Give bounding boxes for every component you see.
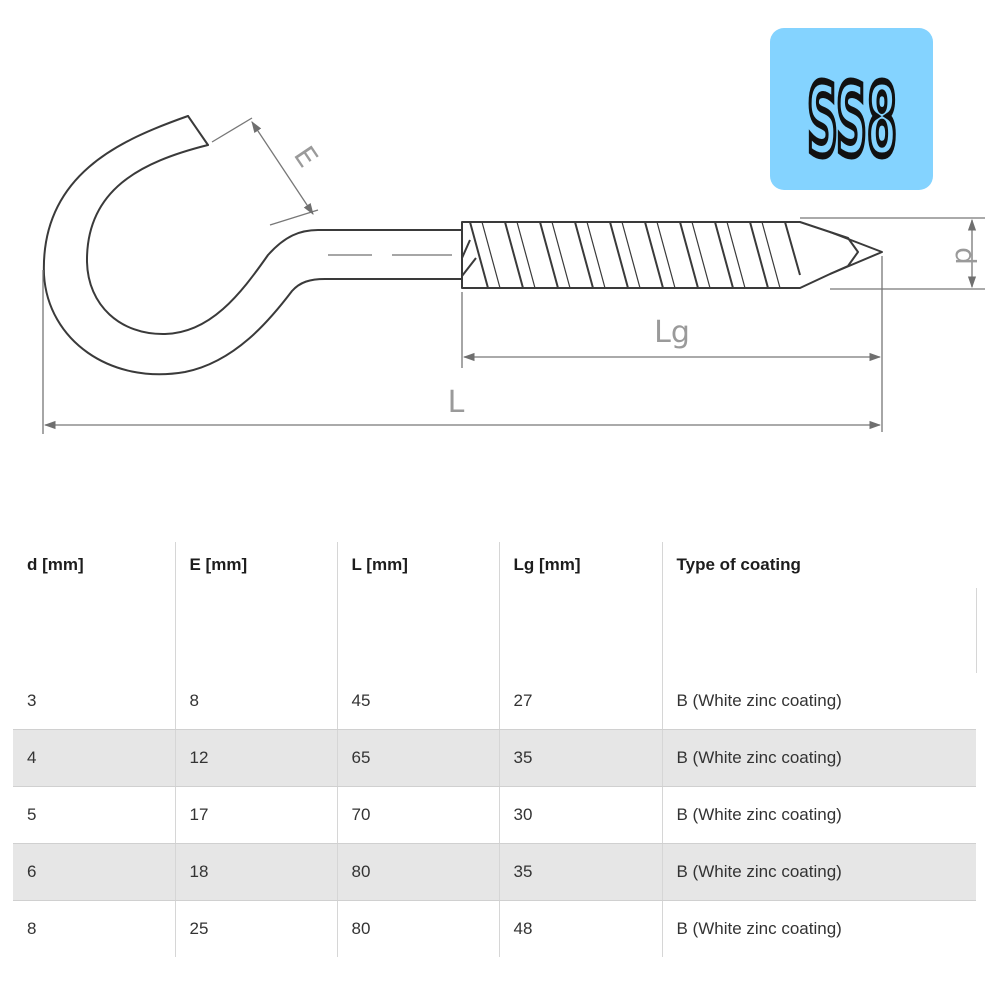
table-row: 8 25 80 48 B (White zinc coating) bbox=[13, 900, 976, 957]
cell-lg: 48 bbox=[499, 900, 663, 957]
cell-lg: 27 bbox=[499, 673, 663, 730]
cell-l: 65 bbox=[337, 729, 500, 787]
header-lg: Lg [mm] bbox=[499, 542, 663, 588]
table-row: 4 12 65 35 B (White zinc coating) bbox=[13, 729, 976, 787]
cell-coating: B (White zinc coating) bbox=[676, 919, 842, 938]
cell-l: 80 bbox=[337, 843, 500, 901]
header-spacer bbox=[13, 588, 977, 673]
table-row: 6 18 80 35 B (White zinc coating) bbox=[13, 843, 976, 901]
cell-d: 5 bbox=[13, 786, 176, 844]
header-d: d [mm] bbox=[13, 542, 176, 588]
cell-l: 80 bbox=[337, 900, 500, 957]
dimension-d bbox=[800, 217, 985, 290]
cell-coating: B (White zinc coating) bbox=[662, 729, 976, 787]
cell-coating: B (White zinc coating) bbox=[662, 843, 976, 901]
label-e: E bbox=[287, 140, 324, 173]
header-l: L [mm] bbox=[337, 542, 500, 588]
table-row: 3 8 45 27 B (White zinc coating) bbox=[13, 673, 976, 730]
product-code-logo: SS8 bbox=[804, 60, 900, 169]
label-lg: Lg bbox=[654, 315, 690, 350]
cell-e: 18 bbox=[175, 843, 338, 901]
header-e: E [mm] bbox=[175, 542, 338, 588]
screw-hook-drawing: E d Lg L bbox=[42, 115, 985, 434]
dimension-e bbox=[211, 117, 319, 226]
cell-lg: 35 bbox=[499, 729, 663, 787]
cell-d: 3 bbox=[13, 673, 176, 730]
cell-coating: B (White zinc coating) bbox=[662, 673, 976, 730]
product-code-badge: SS8 bbox=[770, 28, 933, 190]
cell-lg: 35 bbox=[499, 843, 663, 901]
cell-d: 6 bbox=[13, 843, 176, 901]
cell-coating: B (White zinc coating) bbox=[662, 786, 976, 844]
thread-section bbox=[461, 221, 883, 289]
product-code-text: SS8 bbox=[807, 63, 897, 169]
cell-e: 12 bbox=[175, 729, 338, 787]
cell-e: 25 bbox=[175, 900, 338, 957]
label-d: d bbox=[949, 247, 982, 265]
dimension-lg bbox=[461, 256, 883, 432]
cell-lg: 30 bbox=[499, 786, 663, 844]
table-row: 5 17 70 30 B (White zinc coating) bbox=[13, 786, 976, 844]
dimension-l bbox=[42, 270, 882, 434]
table-header-row: d [mm] E [mm] L [mm] Lg [mm] Type of coa… bbox=[13, 542, 976, 588]
cell-l: 70 bbox=[337, 786, 500, 844]
cell-d: 4 bbox=[13, 729, 176, 787]
cell-e: 17 bbox=[175, 786, 338, 844]
spec-table: d [mm] E [mm] L [mm] Lg [mm] Type of coa… bbox=[13, 542, 977, 957]
label-l: L bbox=[448, 385, 465, 420]
hook-outline bbox=[42, 115, 469, 376]
cell-d: 8 bbox=[13, 900, 176, 957]
cell-l: 45 bbox=[337, 673, 500, 730]
header-coating: Type of coating bbox=[676, 555, 801, 574]
cell-e: 8 bbox=[175, 673, 338, 730]
